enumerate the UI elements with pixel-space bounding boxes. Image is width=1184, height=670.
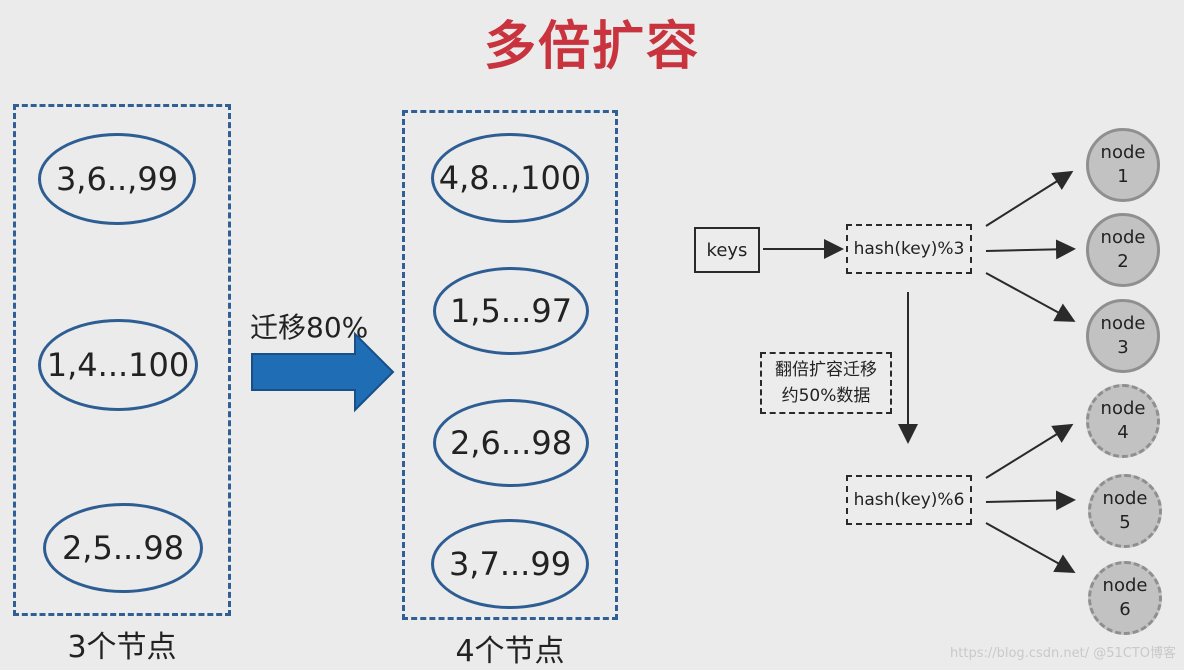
arrow-hash3-to-node2 bbox=[985, 239, 1076, 260]
note-line-1: 翻倍扩容迁移 bbox=[775, 360, 877, 380]
node-4: node 4 bbox=[1086, 384, 1160, 458]
oval-4-8-100: 4,8..,100 bbox=[431, 133, 589, 223]
arrow-hash6-to-node6 bbox=[985, 522, 1076, 573]
node-5: node 5 bbox=[1088, 474, 1162, 548]
node-4-num: 4 bbox=[1117, 422, 1129, 443]
note-line-2: 约50%数据 bbox=[781, 386, 871, 406]
node-6-word: node bbox=[1102, 575, 1148, 596]
watermark: https://blog.csdn.net/ @51CTO博客 bbox=[950, 646, 1176, 661]
node-6: node 6 bbox=[1088, 561, 1162, 635]
migrate-label: 迁移80% bbox=[250, 311, 369, 344]
node-2-num: 2 bbox=[1117, 251, 1129, 272]
node-6-num: 6 bbox=[1119, 599, 1131, 620]
node-5-word: node bbox=[1102, 488, 1148, 509]
arrow-hash3-to-node1 bbox=[985, 170, 1074, 227]
hash-mod-6-box: hash(key)%6 bbox=[846, 475, 972, 525]
node-3-word: node bbox=[1100, 313, 1146, 334]
three-node-group: 3,6..,99 1,4...100 2,5...98 bbox=[13, 104, 231, 616]
page-title: 多倍扩容 bbox=[483, 17, 700, 77]
oval-2-5-98: 2,5...98 bbox=[43, 503, 203, 593]
hash-mod-3-box: hash(key)%3 bbox=[846, 224, 972, 274]
arrow-hash3-to-node3 bbox=[985, 272, 1076, 322]
migration-note: 翻倍扩容迁移 约50%数据 bbox=[760, 352, 892, 414]
node-2: node 2 bbox=[1086, 213, 1160, 287]
node-2-word: node bbox=[1100, 227, 1146, 248]
node-1-num: 1 bbox=[1117, 166, 1129, 187]
migrate-arrow-icon bbox=[251, 331, 395, 413]
node-4-word: node bbox=[1100, 398, 1146, 419]
node-3: node 3 bbox=[1086, 299, 1160, 373]
node-3-num: 3 bbox=[1117, 337, 1129, 358]
oval-1-5-97: 1,5...97 bbox=[433, 267, 589, 355]
oval-1-4-100: 1,4...100 bbox=[38, 319, 198, 411]
keys-box: keys bbox=[694, 227, 760, 273]
right-group-caption: 4个节点 bbox=[455, 634, 565, 669]
node-5-num: 5 bbox=[1119, 512, 1131, 533]
oval-2-6-98: 2,6...98 bbox=[433, 399, 589, 487]
oval-3-6-99: 3,6..,99 bbox=[38, 133, 196, 225]
node-1: node 1 bbox=[1086, 128, 1160, 202]
four-node-group: 4,8..,100 1,5...97 2,6...98 3,7...99 bbox=[402, 110, 618, 620]
arrow-hash6-to-node4 bbox=[985, 423, 1074, 479]
left-group-caption: 3个节点 bbox=[67, 630, 177, 665]
arrow-hash6-to-node5 bbox=[985, 490, 1076, 511]
oval-3-7-99: 3,7...99 bbox=[431, 519, 589, 609]
node-1-word: node bbox=[1100, 142, 1146, 163]
